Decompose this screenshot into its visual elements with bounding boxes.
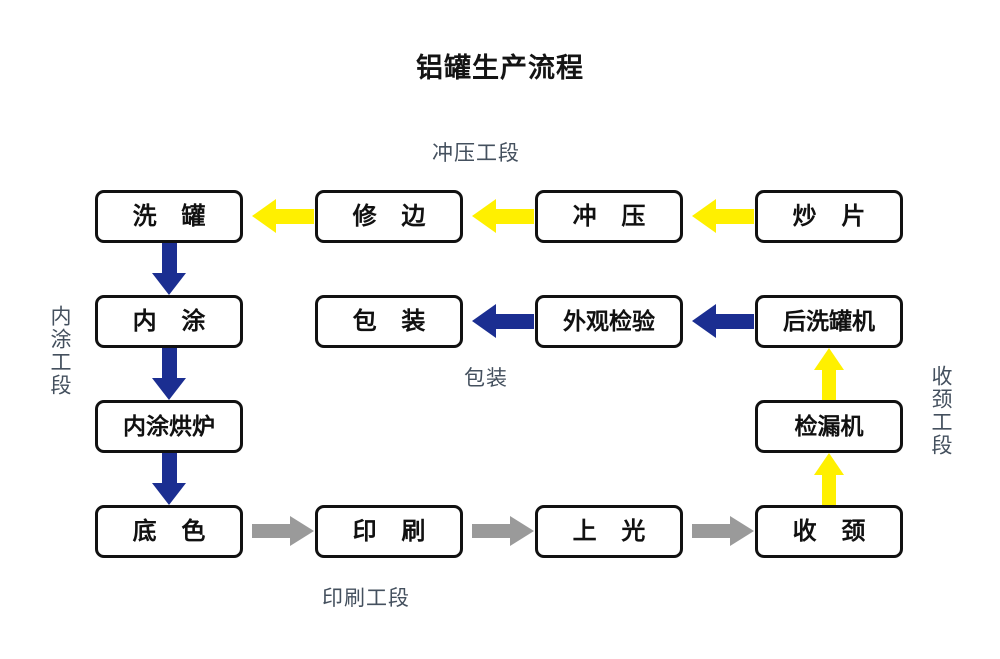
arrow-shaft [162,453,177,485]
arrow-head [252,199,276,233]
section-label-stamping: 冲压工段 [432,142,520,165]
arrow-head [152,273,186,295]
box-xi-guan[interactable]: 洗 罐 [95,190,243,243]
arrow-neituhonglu-to-dise [152,453,186,505]
section-label-necking: 收颈工段 [929,365,952,457]
arrow-houxiguanji-to-waiguanjianyan [692,304,754,338]
arrow-shaft [692,524,732,538]
box-yin-shua[interactable]: 印 刷 [315,505,463,558]
arrow-shaft [162,243,177,275]
box-shou-jing[interactable]: 收 颈 [755,505,903,558]
arrow-head [510,516,534,546]
box-chao-pian[interactable]: 炒 片 [755,190,903,243]
arrow-head [472,199,496,233]
arrow-head [692,304,716,338]
arrow-head [692,199,716,233]
arrow-shaft [274,209,314,224]
arrow-jianlouji-to-houxiguanji [814,348,844,400]
box-hou-xi-guan-ji[interactable]: 后洗罐机 [755,295,903,348]
arrow-xiguan-to-neitu [152,243,186,295]
arrow-head [814,453,844,475]
arrow-shaft [252,524,292,538]
arrow-shaft [714,314,754,329]
arrow-shaft [822,473,836,505]
box-di-se[interactable]: 底 色 [95,505,243,558]
page-title: 铝罐生产流程 [416,53,584,83]
box-nei-tu-hong-lu[interactable]: 内涂烘炉 [95,400,243,453]
arrow-yinshua-to-shangguang [472,516,534,546]
arrow-shaft [162,348,177,380]
box-nei-tu[interactable]: 内 涂 [95,295,243,348]
arrow-shaft [472,524,512,538]
arrow-shoujing-to-jianlouji [814,453,844,505]
arrow-shangguang-to-shoujing [692,516,754,546]
arrow-chaopian-to-chongya [692,199,754,233]
arrow-head [814,348,844,370]
arrow-chongya-to-xiubian [472,199,534,233]
box-bao-zhuang[interactable]: 包 装 [315,295,463,348]
arrow-head [152,483,186,505]
box-chong-ya[interactable]: 冲 压 [535,190,683,243]
arrow-head [152,378,186,400]
arrow-shaft [494,314,534,329]
arrow-shaft [714,209,754,224]
arrow-shaft [494,209,534,224]
arrow-dise-to-yinshua [252,516,314,546]
box-wai-guan-jian-yan[interactable]: 外观检验 [535,295,683,348]
arrow-head [290,516,314,546]
arrow-xiubian-to-xiguan [252,199,314,233]
box-shang-guang[interactable]: 上 光 [535,505,683,558]
box-jian-lou-ji[interactable]: 检漏机 [755,400,903,453]
arrow-head [730,516,754,546]
box-xiu-bian[interactable]: 修 边 [315,190,463,243]
section-label-inner-coating: 内涂工段 [48,305,71,397]
arrow-shaft [822,368,836,400]
arrow-waiguanjianyan-to-baozhuang [472,304,534,338]
arrow-head [472,304,496,338]
section-label-printing: 印刷工段 [322,587,410,610]
section-label-packaging: 包装 [464,367,508,390]
arrow-neitu-to-neituhonglu [152,348,186,400]
